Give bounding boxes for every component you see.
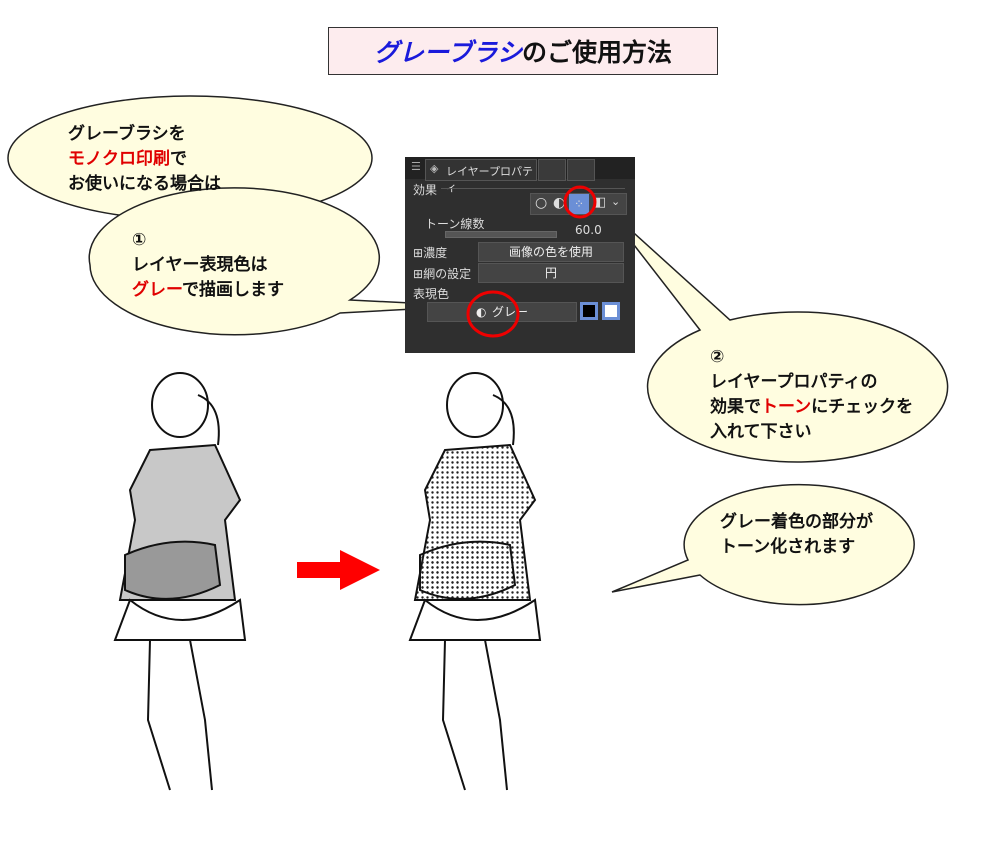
highlight-text: モノクロ印刷 [68,149,170,169]
bubble-4-text: グレー着色の部分が トーン化されます [720,510,873,560]
speech-bubble-3 [602,204,949,463]
highlight-text: トーン [761,397,812,417]
tone-lines-label: トーン線数 [425,217,485,231]
screen-dropdown[interactable]: 円 [478,263,624,283]
density-dropdown[interactable]: 画像の色を使用 [478,242,624,262]
layers-icon: ◈ [430,162,439,175]
extract-line-icon[interactable]: ◐ [553,195,566,211]
red-circle-highlight [563,185,597,219]
title-rest: のご使用方法 [522,38,673,67]
figure-tone [408,372,542,791]
tab-label: レイヤープロパティ [446,165,534,194]
expression-color-label: 表現色 [413,287,450,301]
tone-lines-value[interactable]: 60.0 [575,223,602,237]
label: 濃度 [423,246,448,260]
text-line: グレーで描画します [132,278,284,303]
text-line: レイヤー表現色は [132,255,268,275]
step-number: ② [710,347,725,367]
bubble-2-text: ① レイヤー表現色は グレーで描画します [132,228,284,303]
text: で [170,149,187,169]
bubble-1-text: グレーブラシを モノクロ印刷で お使いになる場合は [68,122,221,197]
border-effect-icon[interactable]: ○ [535,195,548,211]
screen-settings-label[interactable]: ⊞網の設定 [413,267,472,281]
expression-color-dropdown[interactable]: ◐ グレー [427,302,577,322]
tab-search[interactable] [567,159,595,181]
tab-layer-properties[interactable]: ◈ レイヤープロパティ [425,159,537,194]
figure-gray [113,372,247,791]
layer-properties-panel: ☰ ◈ レイヤープロパティ 効果 ○ ◐ ⁘ ◧ ⌄ トーン線数 60.0 ⊞濃… [405,157,635,353]
gray-circle-icon: ◐ [476,305,487,319]
text-line: モノクロ印刷で [68,147,221,172]
tone-lines-slider[interactable] [445,231,557,238]
step-number: ① [132,230,147,250]
white-color-button[interactable] [602,302,620,320]
page-title: グレーブラシのご使用方法 [328,27,718,75]
speech-bubble-2 [88,187,471,336]
text-line: グレー着色の部分が [720,512,873,532]
density-label[interactable]: ⊞濃度 [413,246,448,260]
text-line: お使いになる場合は [68,174,221,194]
tone-effect-button-selected[interactable]: ⁘ [569,194,589,214]
title-highlight: グレーブラシ [373,38,522,67]
menu-icon[interactable]: ☰ [411,160,421,173]
panel-tab-bar: ☰ ◈ レイヤープロパティ [405,157,635,194]
color-effect-icon[interactable]: ◧ [594,195,607,210]
red-circle-highlight [466,290,520,338]
value: 画像の色を使用 [508,245,593,259]
tab-history[interactable] [538,159,566,181]
text: 効果で [710,397,761,417]
text-line: 入れて下さい [710,422,812,442]
chevron-down-icon[interactable]: ⌄ [611,195,621,208]
highlight-text: グレー [132,280,182,300]
text-line: 効果でトーンにチェックを [710,395,913,420]
effect-label: 効果 [413,183,438,197]
effect-buttons: ○ ◐ ⁘ ◧ ⌄ [530,193,627,215]
label: 網の設定 [423,267,472,281]
speech-bubble-4 [611,483,915,606]
text-line: トーン化されます [720,537,856,557]
black-color-button[interactable] [580,302,598,320]
arrow-right-icon [297,550,380,590]
value: 円 [544,266,557,280]
text: にチェックを [811,397,914,417]
text-line: レイヤープロパティの [710,372,878,392]
bubble-3-text: ② レイヤープロパティの 効果でトーンにチェックを 入れて下さい [710,345,913,445]
text-line: グレーブラシを [68,124,186,144]
text: で描画します [181,280,284,300]
